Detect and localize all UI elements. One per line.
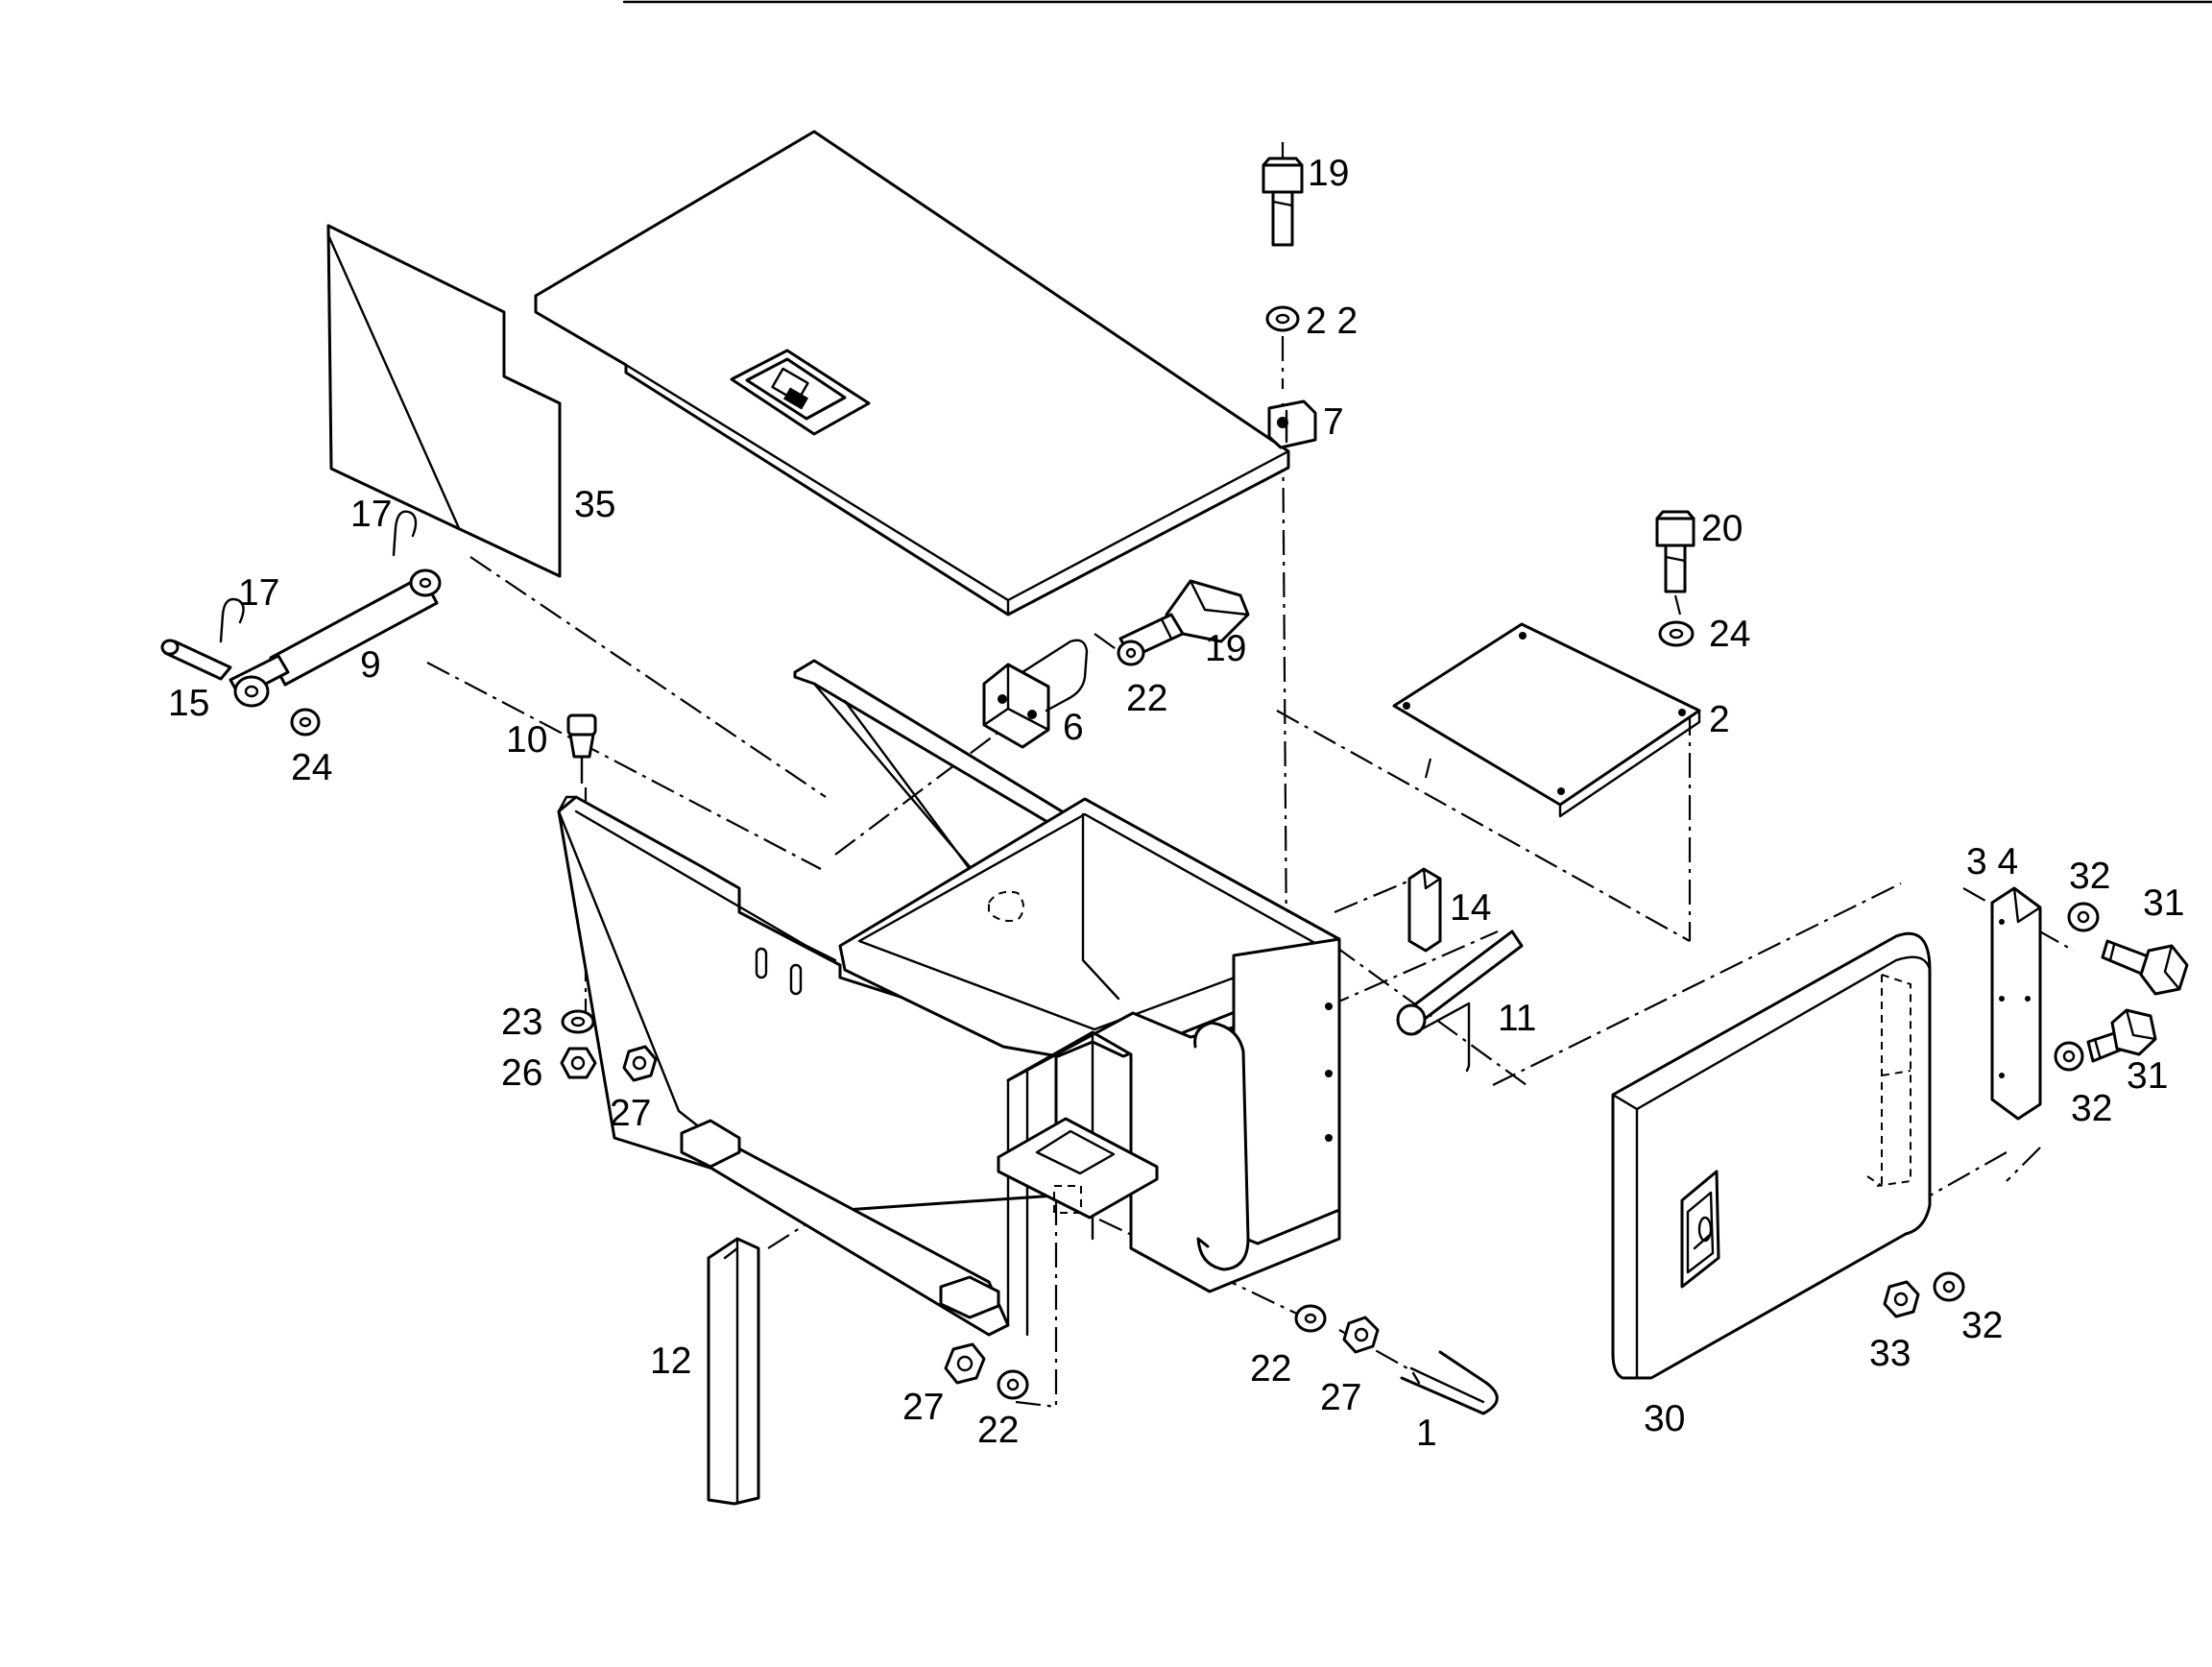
part-20-bolt [1655,510,1695,593]
callout-14: 14 [1450,887,1491,929]
callout-33: 33 [1869,1333,1911,1374]
part-32-washer-top [2067,902,2100,932]
lid-latch-handle [730,349,871,436]
callout-2: 2 [1709,699,1730,740]
callout-10: 10 [506,719,547,761]
callout-24-left: 24 [291,747,332,788]
main-box-body [557,659,1341,1337]
part-7-hinge-block [1267,399,1317,449]
callout-26: 26 [501,1052,542,1094]
callout-27-bottom-left: 27 [902,1387,944,1428]
part-17-clip-right [392,510,418,557]
lid-cover [534,130,1290,616]
part-27-nut-bottom-left [944,1342,986,1385]
callout-23: 23 [501,1002,542,1043]
callout-34: 3 4 [1966,841,2018,882]
callout-7: 7 [1323,401,1344,443]
part-32-washer-mid [2054,1041,2084,1072]
callout-32-mid: 32 [2071,1088,2112,1129]
callout-22-side: 22 [1126,678,1167,719]
part-22-washer-bottom-left [997,1369,1029,1400]
part-31-bolt-bottom [2086,1008,2157,1063]
callout-9: 9 [360,644,381,686]
part-35-edge [326,224,461,530]
callout-31-bottom: 31 [2127,1055,2168,1097]
callout-6: 6 [1063,707,1084,748]
callout-11: 11 [1498,998,1537,1039]
part-34-bracket [1990,886,2042,1121]
part-15-pin [160,639,232,681]
part-26-nut [560,1047,597,1079]
part-22-washer-top [1265,305,1300,332]
part-2-cover-plate [1392,622,1701,818]
part-32-washer-bottom [1933,1271,1965,1302]
callout-27-bottom-mid: 27 [1320,1377,1361,1418]
part-11-rod [1396,930,1524,1073]
callout-19-top: 19 [1308,153,1349,194]
part-12-trim-strip [707,1237,760,1506]
part-19-bolt-top [1262,157,1304,247]
callout-27-left: 27 [610,1093,651,1134]
part-9-gas-strut [228,568,442,708]
callout-labels: 1 2 6 7 9 10 11 12 14 15 17 17 19 19 20 … [168,153,2184,1454]
callout-15: 15 [168,683,209,724]
part-27-nut-left [622,1045,658,1082]
part-10-bolt [566,713,597,785]
part-31-bolt-top [2101,939,2189,996]
part-33-nut [1883,1280,1920,1318]
part-17-clip-left [219,597,245,643]
callout-30: 30 [1644,1398,1685,1439]
part-24-washer-right [1658,620,1695,647]
part-1-u-bolt [1400,1350,1499,1415]
part-6-hinge-bracket [982,639,1089,749]
part-23-washer [561,1009,595,1034]
callout-22-top: 2 2 [1306,301,1358,342]
part-22-washer-bottom-mid [1294,1304,1327,1333]
callout-12: 12 [650,1341,691,1382]
callout-19-side: 19 [1205,628,1246,669]
part-35-side-panel [326,224,562,578]
callout-22-bottom-left: 22 [977,1410,1019,1451]
part-24-washer-left [290,708,321,737]
callout-32-top: 32 [2069,856,2110,897]
part-14-block [1407,867,1442,953]
callout-22-bottom-mid: 22 [1250,1348,1291,1389]
part-27-nut-bottom-mid [1342,1316,1380,1354]
callout-24-right: 24 [1709,614,1750,655]
callout-32-bottom: 32 [1961,1305,2003,1346]
callout-1: 1 [1416,1413,1437,1454]
part-30-side-door [1611,931,1932,1380]
callout-35: 35 [574,484,615,525]
callout-17-left: 17 [238,572,279,614]
callout-17-right: 17 [350,494,392,535]
callout-31-top: 31 [2143,882,2184,924]
part-22-washer-side [1117,640,1145,666]
callout-20: 20 [1701,508,1743,549]
